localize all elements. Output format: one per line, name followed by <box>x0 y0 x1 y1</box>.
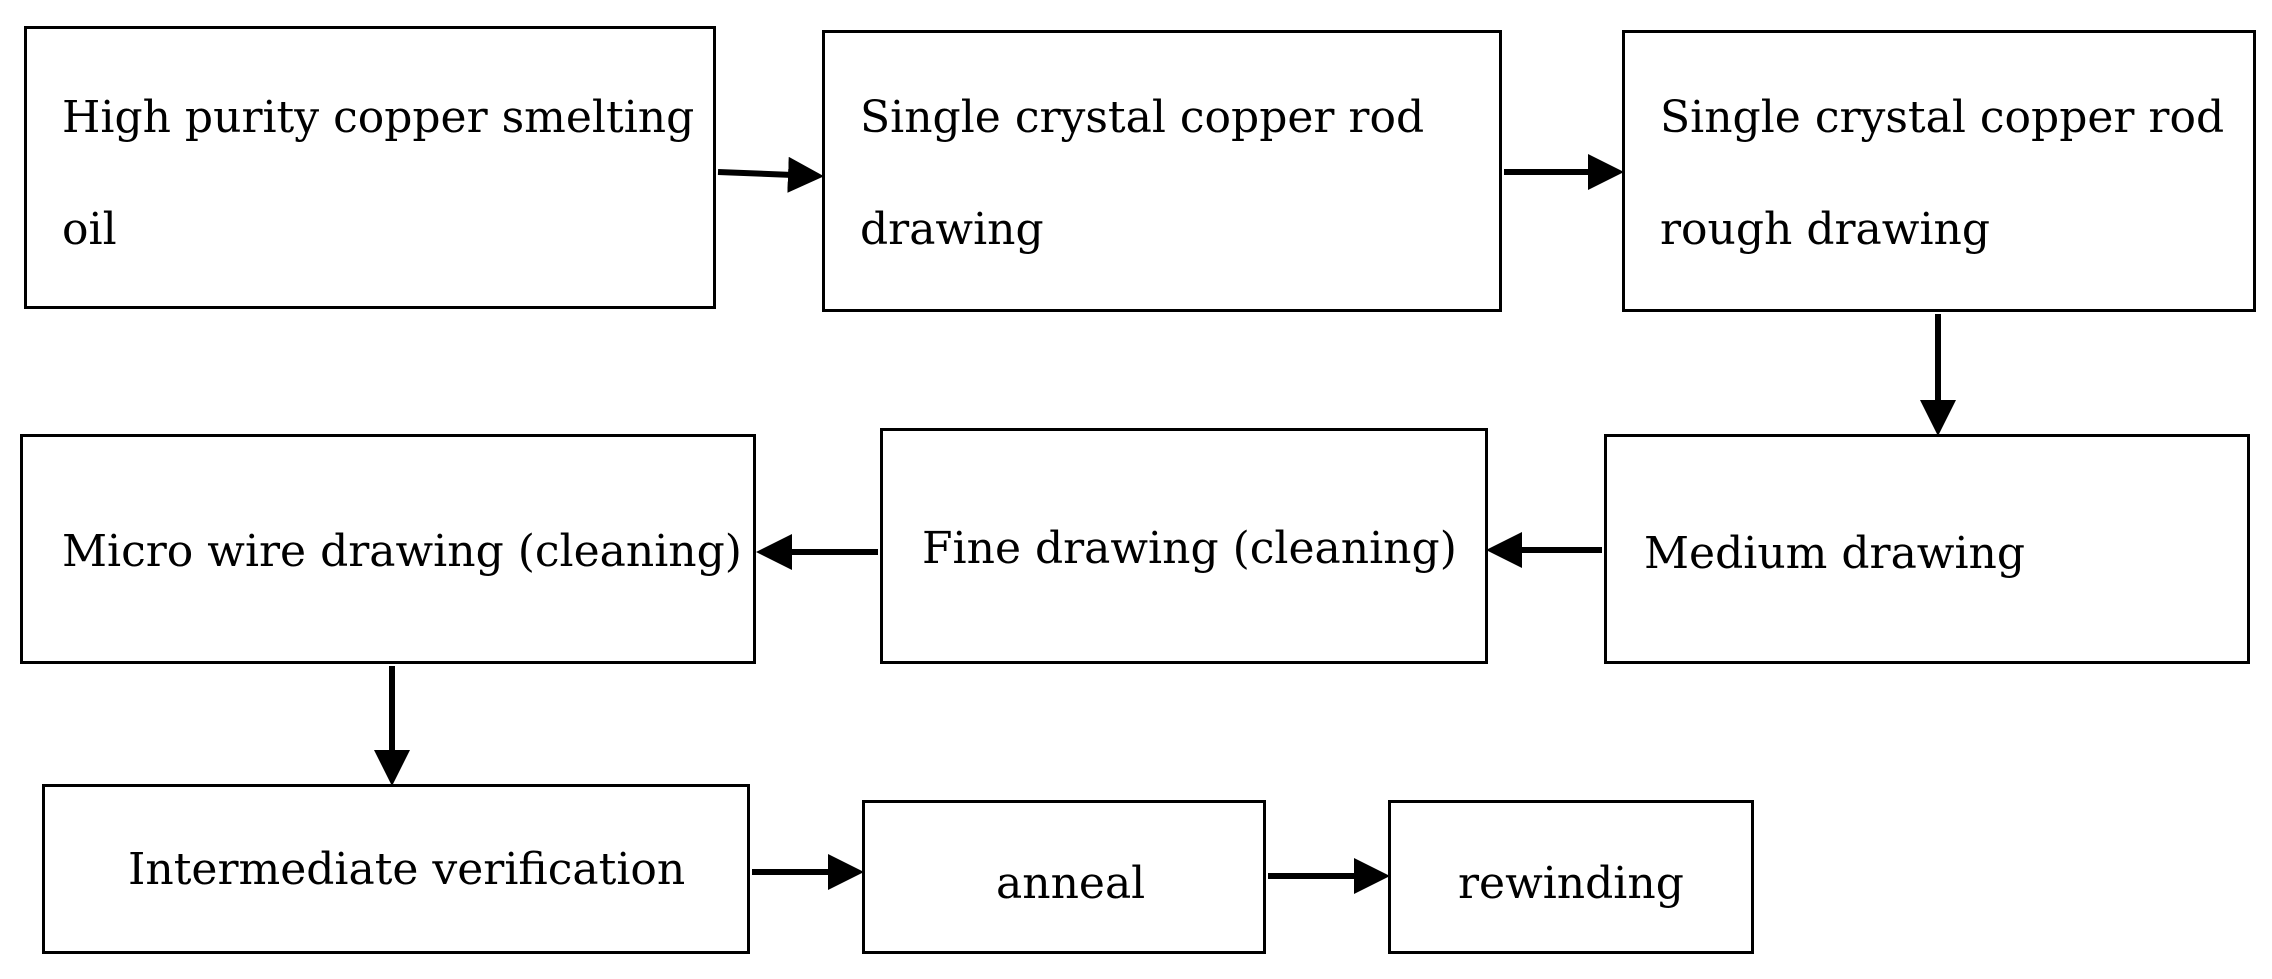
step-label-rough-drawing: Single crystal copper rod rough drawing <box>1660 62 2224 286</box>
step-box-verification <box>42 784 750 954</box>
step-label-medium-drawing: Medium drawing <box>1644 528 2026 579</box>
step-box-fine-drawing <box>880 428 1488 664</box>
step-label-rough-drawing-line1: Single crystal copper rod <box>1660 92 2225 143</box>
step-label-rod-drawing: Single crystal copper rod drawing <box>860 62 1424 286</box>
step-label-rod-drawing-line1: Single crystal copper rod <box>860 92 1425 143</box>
step-label-smelting-line1: High purity copper smelting <box>62 92 695 143</box>
step-box-rod-drawing <box>822 30 1502 312</box>
step-box-smelting <box>24 26 716 309</box>
step-box-micro-drawing <box>20 434 756 664</box>
arrow-smelting-to-rod-drawing <box>717 156 824 193</box>
step-label-verification: Intermediate verification <box>128 844 686 895</box>
step-label-micro-drawing: Micro wire drawing (cleaning) <box>62 526 742 577</box>
step-label-smelting: High purity copper smelting oil <box>62 62 694 286</box>
step-label-rewinding: rewinding <box>1458 858 1684 909</box>
step-box-anneal <box>862 800 1266 954</box>
step-label-anneal: anneal <box>996 858 1146 909</box>
step-label-fine-drawing: Fine drawing (cleaning) <box>922 523 1457 574</box>
step-label-smelting-line2: oil <box>62 204 117 255</box>
step-label-rough-drawing-line2: rough drawing <box>1660 204 1991 255</box>
step-box-rough-drawing <box>1622 30 2256 312</box>
step-label-rod-drawing-line2: drawing <box>860 204 1044 255</box>
